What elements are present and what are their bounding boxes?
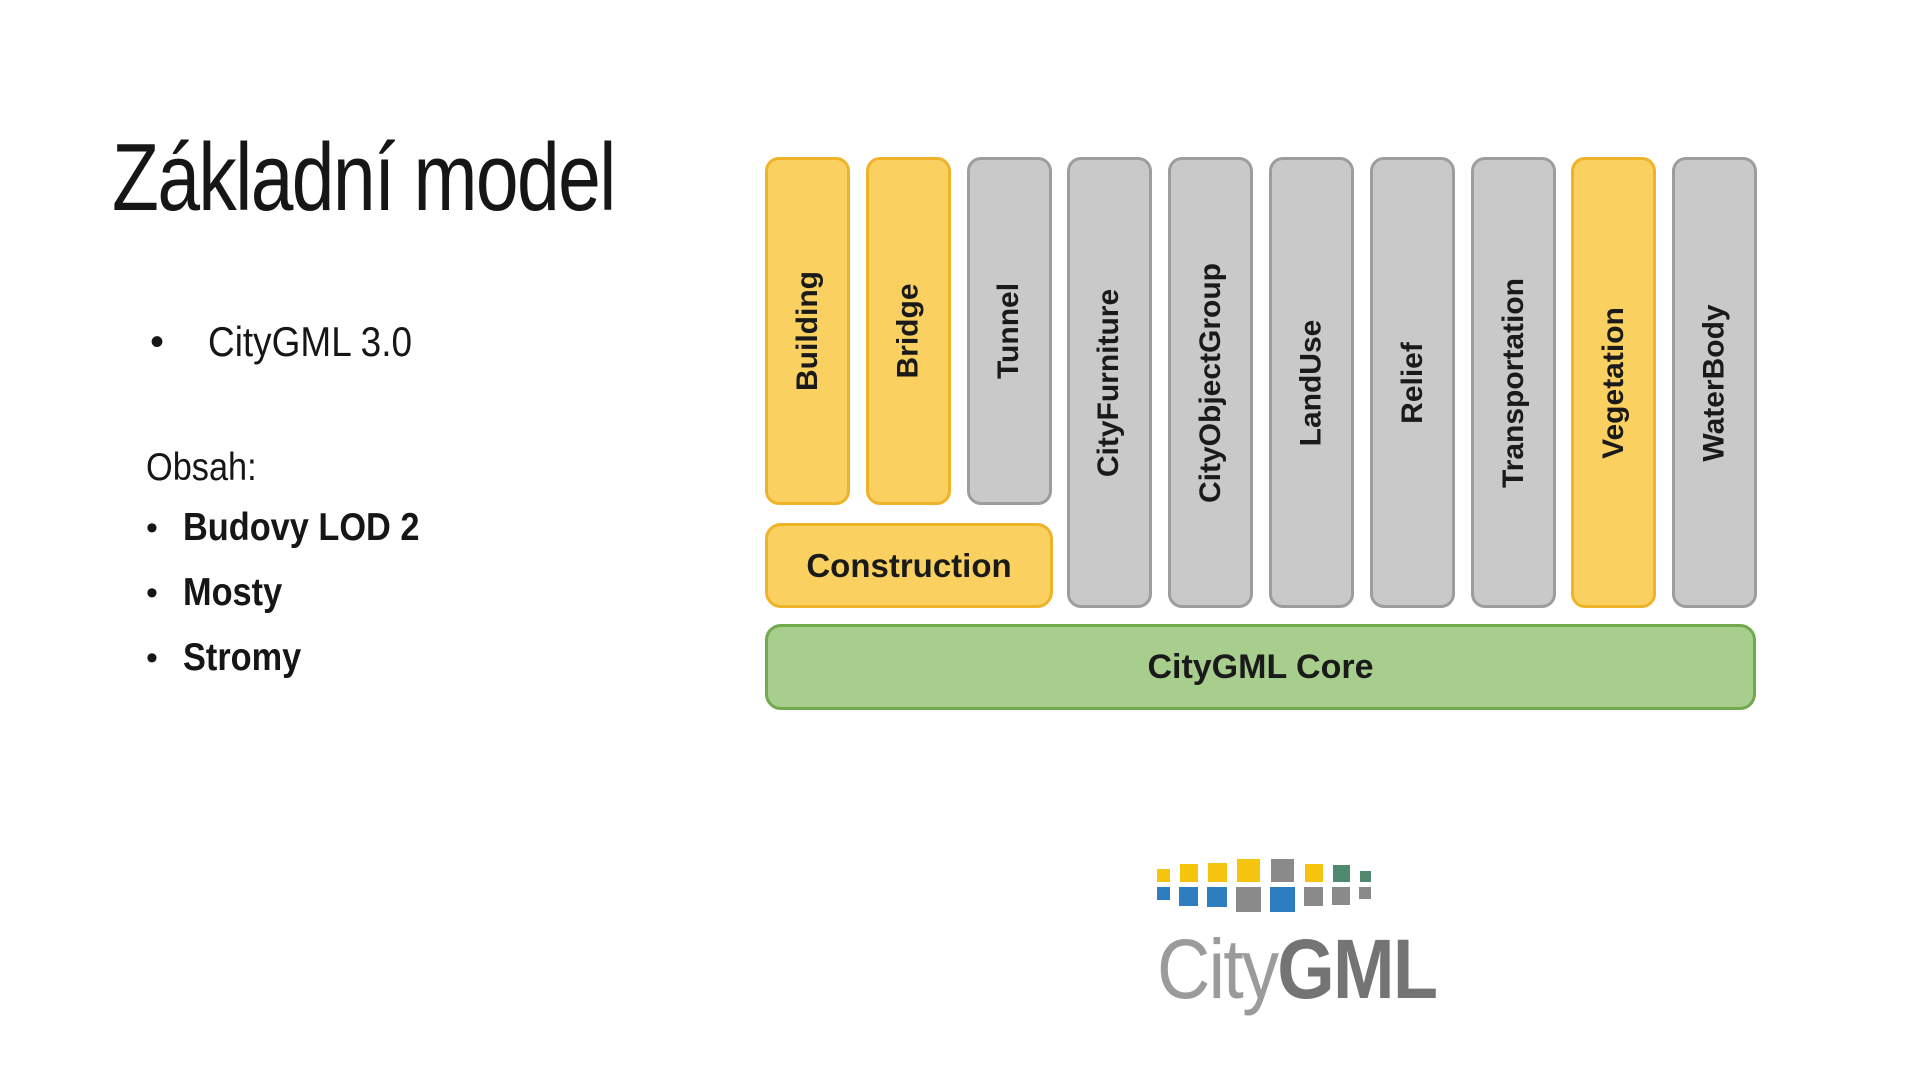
bullet-dot: • [150, 320, 165, 364]
logo-square-column [1304, 858, 1323, 913]
logo-square-column [1236, 858, 1261, 913]
module-label: Building [790, 271, 824, 391]
module-column-bridge: Bridge [866, 157, 951, 505]
bullet-dot: • [146, 508, 158, 547]
logo-square-top-6 [1332, 865, 1350, 882]
main-bullet-item: • CityGML 3.0 [150, 318, 440, 366]
citygml-core-label: CityGML Core [1147, 647, 1374, 686]
main-bullet-label: CityGML 3.0 [208, 318, 413, 365]
logo-square-top-5 [1304, 864, 1323, 882]
module-label: Transportation [1496, 277, 1530, 488]
contents-heading: Obsah: [146, 446, 257, 489]
logo-text-gml: GML [1277, 922, 1438, 1016]
logo-square-top-0 [1157, 869, 1170, 882]
logo-square-top-3 [1237, 859, 1260, 882]
module-column-cityfurniture: CityFurniture [1067, 157, 1152, 608]
construction-label: Construction [806, 546, 1012, 584]
module-column-landuse: LandUse [1269, 157, 1354, 608]
logo-square-column [1157, 858, 1170, 913]
module-column-tunnel: Tunnel [967, 157, 1052, 505]
citygml-core-bar: CityGML Core [765, 624, 1756, 710]
construction-box: Construction [765, 523, 1053, 608]
logo-pixel-squares [1157, 858, 1474, 913]
module-column-relief: Relief [1370, 157, 1455, 608]
logo-square-column [1270, 858, 1295, 913]
logo-square-top-1 [1179, 864, 1198, 882]
logo-text-city: City [1157, 922, 1279, 1016]
logo-square-bottom-3 [1236, 887, 1261, 912]
logo-wordmark: CityGML [1157, 927, 1474, 1011]
module-column-cityobjectgroup: CityObjectGroup [1168, 157, 1253, 608]
page-title: Základní model [112, 124, 740, 231]
logo-square-column [1332, 858, 1350, 913]
logo-square-bottom-1 [1179, 887, 1198, 906]
module-column-transportation: Transportation [1471, 157, 1556, 608]
contents-item: • Stromy [146, 636, 452, 679]
logo-square-column [1179, 858, 1198, 913]
citygml-logo: CityGML [1157, 858, 1474, 1011]
module-label: Vegetation [1596, 306, 1630, 459]
contents-item-label: Budovy LOD 2 [182, 505, 420, 549]
contents-item: • Mosty [146, 571, 452, 614]
contents-item: • Budovy LOD 2 [146, 506, 452, 549]
bullet-dot: • [146, 638, 158, 677]
logo-square-column [1359, 858, 1371, 913]
citygml-module-diagram: Building Bridge Tunnel CityFurniture CityObj… [765, 157, 1757, 711]
module-label: LandUse [1294, 319, 1328, 446]
logo-square-bottom-7 [1359, 887, 1371, 899]
logo-square-column [1207, 858, 1227, 913]
contents-item-label: Stromy [182, 635, 302, 679]
logo-square-bottom-6 [1332, 887, 1350, 905]
bullet-dot: • [146, 573, 158, 612]
module-label: Bridge [891, 283, 925, 379]
module-column-waterbody: WaterBody [1672, 157, 1757, 608]
module-label: Relief [1395, 341, 1429, 424]
logo-square-bottom-5 [1304, 887, 1323, 906]
module-column-vegetation: Vegetation [1571, 157, 1656, 608]
logo-square-bottom-4 [1270, 887, 1295, 912]
contents-list: • Budovy LOD 2 • Mosty • Stromy [146, 506, 452, 701]
logo-square-top-4 [1271, 859, 1294, 882]
logo-square-top-7 [1359, 871, 1371, 882]
module-label: CityObjectGroup [1193, 262, 1227, 503]
page-title-text: Základní model [112, 124, 616, 231]
module-label: CityFurniture [1092, 288, 1126, 477]
module-label: Tunnel [992, 282, 1026, 380]
logo-square-top-2 [1207, 863, 1227, 882]
logo-square-bottom-2 [1207, 887, 1227, 907]
module-label: WaterBody [1697, 303, 1731, 462]
module-column-building: Building [765, 157, 850, 505]
logo-square-bottom-0 [1157, 887, 1170, 900]
contents-item-label: Mosty [182, 570, 283, 614]
